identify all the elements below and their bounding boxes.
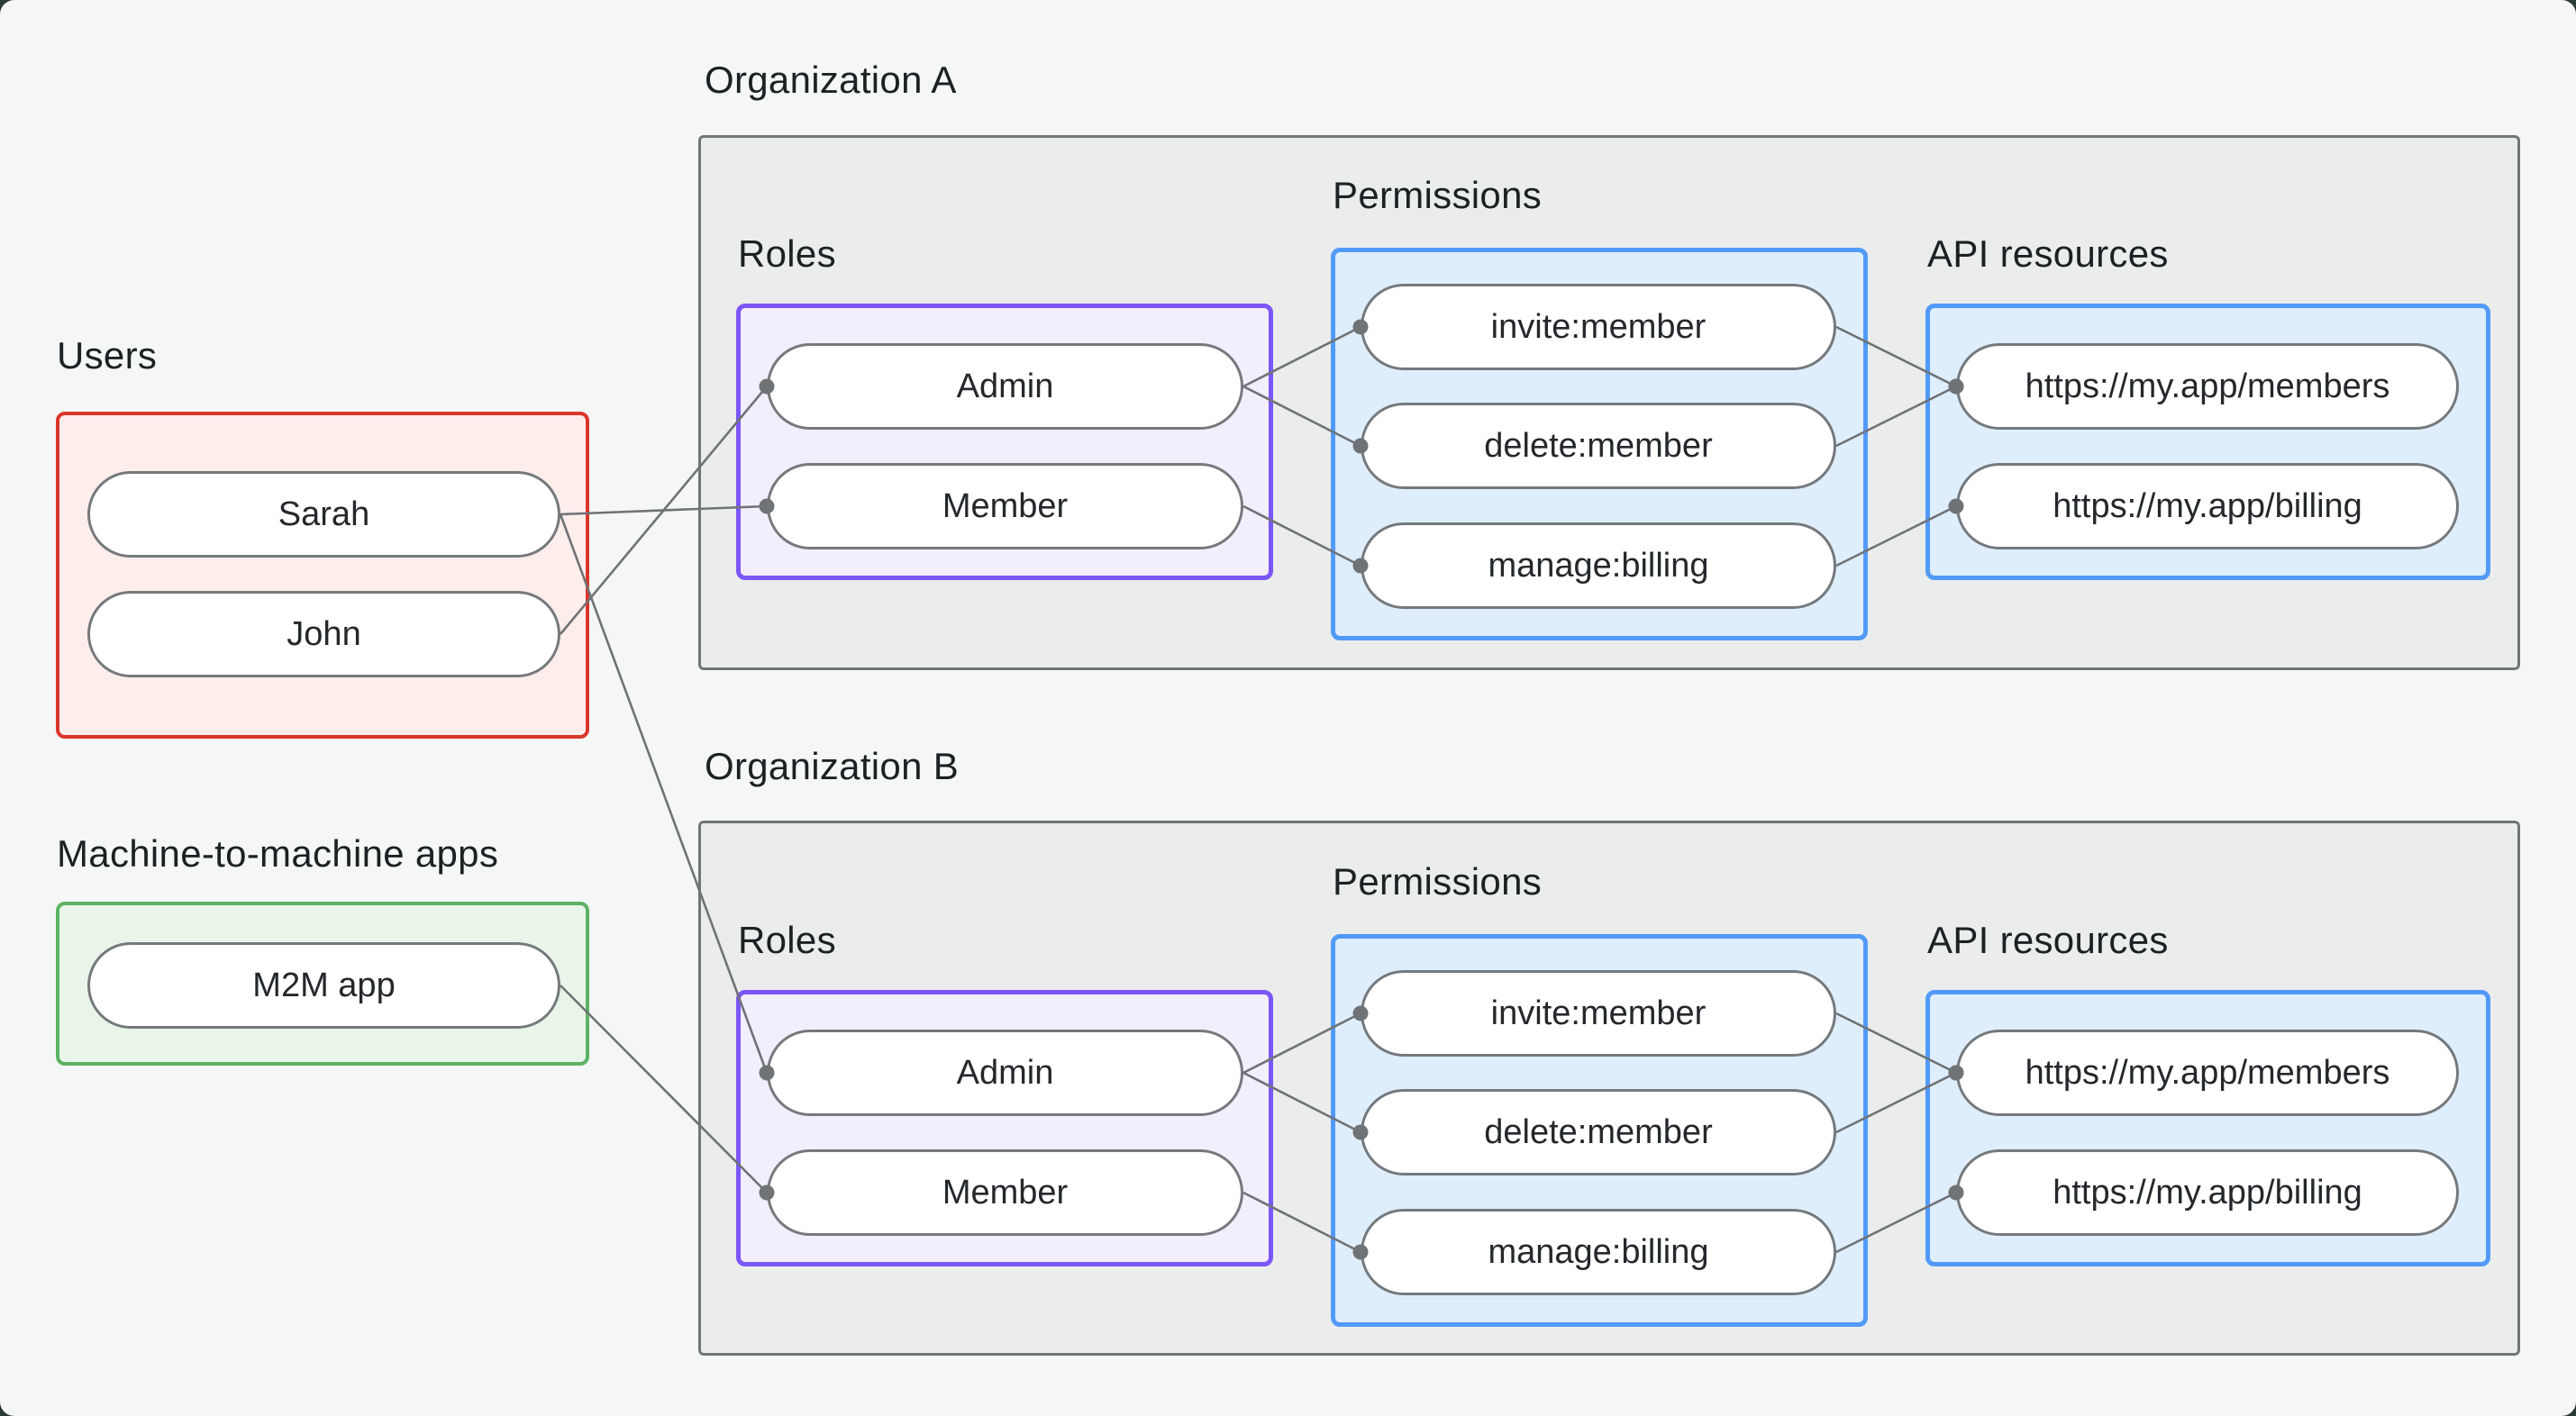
users-group-box (56, 412, 589, 739)
m2m-group-label: Machine-to-machine apps (57, 832, 499, 875)
user-node-sarah: Sarah (87, 471, 560, 558)
org-a-api-resources-label: API resources (1927, 232, 2169, 275)
user-node-john: John (87, 591, 560, 677)
m2m-app-node: M2M app (87, 942, 560, 1029)
org-b-api-node-members: https://my.app/members (1956, 1030, 2459, 1116)
org-a-permission-node-manage-billing: manage:billing (1361, 522, 1836, 609)
org-b-api-resources-label: API resources (1927, 919, 2169, 961)
org-b-title: Organization B (705, 745, 960, 787)
org-a-roles-label: Roles (738, 232, 836, 275)
org-b-permission-node-invite-member: invite:member (1361, 970, 1836, 1057)
org-a-role-node-member: Member (767, 463, 1243, 549)
org-b-api-node-billing: https://my.app/billing (1956, 1149, 2459, 1236)
org-a-permission-node-delete-member: delete:member (1361, 403, 1836, 489)
org-a-title: Organization A (705, 59, 957, 101)
org-b-role-node-admin: Admin (767, 1030, 1243, 1116)
org-a-api-node-members: https://my.app/members (1956, 343, 2459, 430)
org-a-permissions-label: Permissions (1333, 174, 1543, 216)
org-b-roles-label: Roles (738, 919, 836, 961)
org-a-permission-node-invite-member: invite:member (1361, 284, 1836, 370)
org-a-api-node-billing: https://my.app/billing (1956, 463, 2459, 549)
org-b-permission-node-delete-member: delete:member (1361, 1089, 1836, 1175)
users-group-label: Users (57, 334, 158, 377)
org-b-permission-node-manage-billing: manage:billing (1361, 1209, 1836, 1295)
org-a-role-node-admin: Admin (767, 343, 1243, 430)
org-b-permissions-label: Permissions (1333, 860, 1543, 903)
org-b-role-node-member: Member (767, 1149, 1243, 1236)
